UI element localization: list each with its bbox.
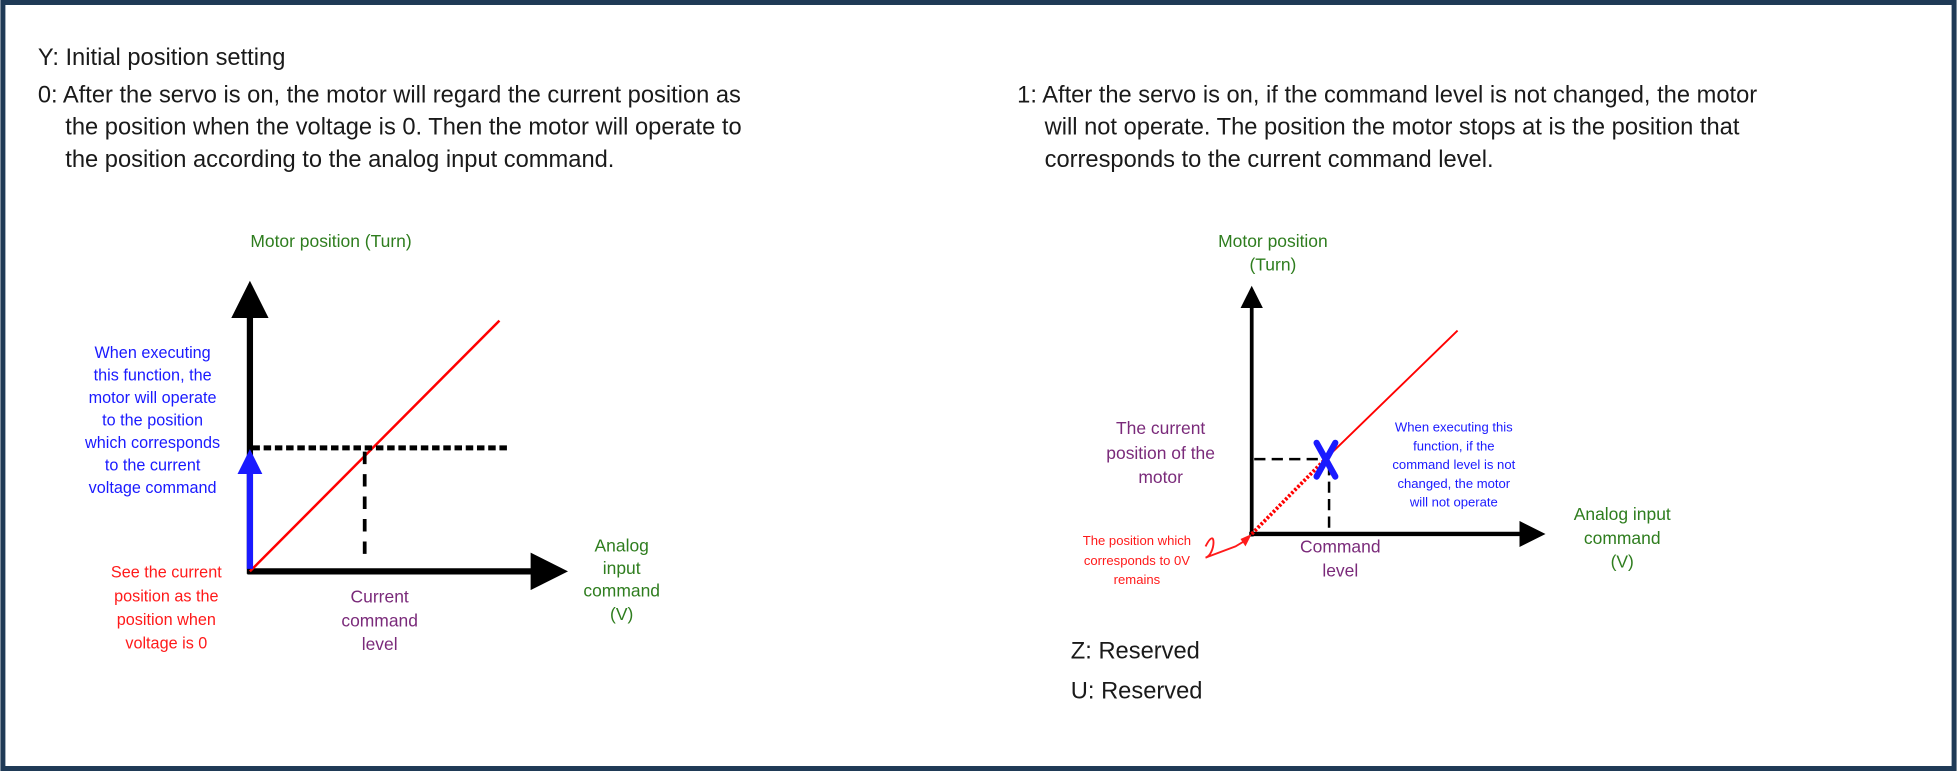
reserved-u: U: Reserved — [1071, 679, 1203, 705]
position-label: The current — [1116, 418, 1205, 438]
note-line: voltage command — [89, 479, 217, 497]
option1-line: will not operate. The position the motor… — [1044, 115, 1740, 141]
x-axis-label: (V) — [610, 604, 633, 624]
x-axis-label: command — [583, 580, 660, 600]
diagram-option1: Motor position (Turn) The current positi… — [1083, 231, 1671, 587]
heading: Y: Initial position setting — [38, 45, 286, 71]
command-label: level — [362, 634, 398, 654]
option0-line: 0: After the servo is on, the motor will… — [38, 82, 741, 108]
note-line: remains — [1114, 572, 1161, 587]
option1-line: corresponds to the current command level… — [1045, 147, 1494, 173]
x-axis-label: input — [603, 558, 641, 578]
pointer-arrowhead-icon — [1240, 533, 1252, 547]
note-line: to the position — [102, 411, 203, 429]
note-line: position when — [117, 611, 216, 629]
note-line: motor will operate — [89, 389, 217, 407]
note-line: When executing this — [1395, 420, 1513, 435]
reserved-z: Z: Reserved — [1071, 639, 1200, 665]
option0-line: the position according to the analog inp… — [65, 147, 614, 173]
note-line: voltage is 0 — [125, 635, 207, 653]
dotted-position-line — [1250, 457, 1327, 536]
y-axis-label: (Turn) — [1249, 255, 1296, 275]
note-line: function, if the — [1413, 438, 1494, 453]
position-line — [1324, 329, 1459, 460]
command-label: command — [341, 610, 418, 630]
note-line: corresponds to 0V — [1084, 553, 1190, 568]
note-line: The position which — [1083, 533, 1191, 548]
note-line: which corresponds — [84, 434, 220, 452]
x-axis-label: Analog — [595, 535, 649, 555]
x-axis-label: Analog input — [1574, 504, 1671, 524]
x-axis-label: command — [1584, 528, 1661, 548]
position-line — [249, 319, 501, 573]
command-label: level — [1322, 560, 1358, 580]
note-line: will not operate — [1409, 495, 1498, 510]
position-label: position of the — [1106, 443, 1215, 463]
option0-line: the position when the voltage is 0. Then… — [65, 115, 741, 141]
command-label: Command — [1300, 537, 1381, 557]
command-label: Current — [351, 587, 409, 607]
x-mark-icon — [1313, 439, 1339, 480]
note-line: When executing — [95, 344, 211, 362]
note-line: command level is not — [1392, 457, 1515, 472]
note-line: changed, the motor — [1397, 476, 1510, 491]
diagram-option0: Motor position (Turn) When executing thi… — [84, 231, 660, 654]
option1-line: 1: After the servo is on, if the command… — [1017, 82, 1757, 108]
x-axis-label: (V) — [1611, 552, 1634, 572]
pointer-squiggle-icon — [1204, 537, 1249, 559]
note-line: See the current — [111, 564, 222, 582]
note-line: position as the — [114, 587, 219, 605]
y-axis-label: Motor position (Turn) — [250, 231, 411, 251]
note-line: to the current — [105, 456, 201, 474]
note-line: this function, the — [94, 367, 212, 385]
y-axis-label: Motor position — [1218, 231, 1328, 251]
position-label: motor — [1138, 467, 1183, 487]
